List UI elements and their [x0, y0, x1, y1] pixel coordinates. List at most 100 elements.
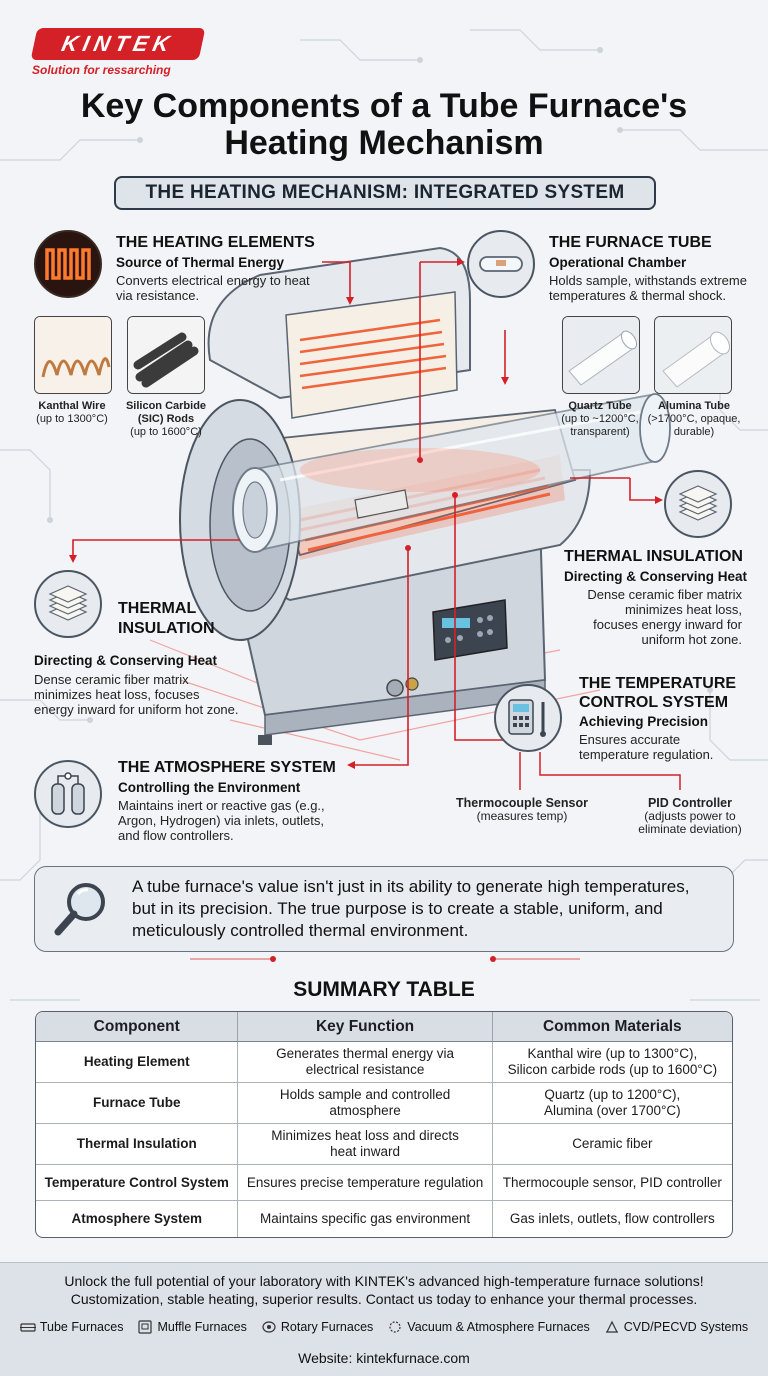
- pid-name: PID Controller: [647, 796, 733, 810]
- temp-control-subtitle: Achieving Precision: [579, 714, 709, 729]
- quartz-detail-line-2: transparent): [570, 426, 630, 438]
- heating-elements-title: THE HEATING ELEMENTS: [116, 234, 315, 251]
- quartz-detail-line-1: (up to ~1200°C,: [561, 413, 639, 425]
- insight-text: A tube furnace's value isn't just in its…: [132, 876, 728, 942]
- furnace-tube-icon: [467, 230, 535, 298]
- temp-desc-line-1: Ensures accurate: [579, 732, 681, 747]
- cell-component: Thermal Insulation: [36, 1124, 239, 1165]
- product-muffle-furnaces[interactable]: Muffle Furnaces: [137, 1320, 247, 1334]
- cell-materials: Ceramic fiber: [492, 1124, 732, 1165]
- cell-function-line-1: Minimizes heat loss and directs: [271, 1128, 459, 1143]
- insulation-right-title: THERMAL INSULATION: [564, 548, 743, 565]
- cell-materials-line-2: Silicon carbide rods (up to 1600°C): [507, 1062, 718, 1077]
- insight-callout: [34, 866, 734, 952]
- temp-desc-line-2: temperature regulation.: [579, 747, 714, 762]
- alumina-name: Alumina Tube: [658, 400, 730, 412]
- heating-desc-line-2: via resistance.: [116, 288, 200, 303]
- temp-control-title: THE TEMPERATURE CONTROL SYSTEM: [579, 674, 736, 712]
- product-list: Tube Furnaces Muffle Furnaces Rotary Fur…: [0, 1320, 768, 1334]
- product-label: Vacuum & Atmosphere Furnaces: [407, 1320, 590, 1334]
- cell-materials: Gas inlets, outlets, flow controllers: [509, 1211, 715, 1226]
- cell-component: Furnace Tube: [36, 1083, 239, 1124]
- kanthal-detail: (up to 1300°C): [36, 413, 108, 425]
- website-link[interactable]: Website: kintekfurnace.com: [298, 1350, 470, 1366]
- thermocouple-name: Thermocouple Sensor: [456, 796, 588, 810]
- ins-left-line-2: minimizes heat loss, focuses: [34, 687, 200, 702]
- insulation-left-title: THERMAL INSULATION: [118, 599, 215, 639]
- cvd-system-icon: [605, 1320, 618, 1333]
- ins-left-line-1: Dense ceramic fiber matrix: [34, 672, 189, 687]
- atmosphere-title: THE ATMOSPHERE SYSTEM: [118, 759, 336, 776]
- cell-function-line-2: atmosphere: [329, 1103, 401, 1118]
- insight-line-1: A tube furnace's value isn't just in its…: [132, 877, 690, 896]
- table-row: Thermal Insulation Minimizes heat loss a…: [36, 1124, 732, 1165]
- cell-materials-line-1: Kanthal wire (up to 1300°C),: [527, 1046, 698, 1061]
- atm-desc-line-1: Maintains inert or reactive gas (e.g.,: [118, 798, 325, 813]
- insulation-left-icon: [34, 570, 102, 638]
- page-title: Key Components of a Tube Furnace's Heati…: [0, 88, 768, 162]
- insulation-right-icon: [664, 470, 732, 538]
- pid-detail-line-1: (adjusts power to: [644, 809, 736, 823]
- cell-component: Temperature Control System: [36, 1165, 239, 1201]
- thermocouple-caption: Thermocouple Sensor (measures temp): [452, 797, 592, 823]
- tube-desc-line-1: Holds sample, withstands extreme: [549, 273, 747, 288]
- sic-rods-image: [127, 316, 205, 394]
- product-cvd-systems[interactable]: CVD/PECVD Systems: [604, 1320, 748, 1334]
- atm-desc-line-3: and flow controllers.: [118, 828, 234, 843]
- title-line-2: Heating Mechanism: [224, 124, 544, 162]
- cell-component: Atmosphere System: [36, 1201, 239, 1237]
- ins-right-line-3: focuses energy inward for: [593, 617, 742, 632]
- ins-right-line-2: minimizes heat loss,: [624, 602, 742, 617]
- summary-title: SUMMARY TABLE: [293, 978, 475, 1001]
- cell-materials: Quartz (up to 1200°C),Alumina (over 1700…: [492, 1083, 732, 1124]
- insight-line-3: meticulously controlled thermal environm…: [132, 921, 469, 940]
- product-vacuum-furnaces[interactable]: Vacuum & Atmosphere Furnaces: [387, 1320, 590, 1334]
- section-banner: THE HEATING MECHANISM: INTEGRATED SYSTEM: [114, 176, 656, 210]
- product-rotary-furnaces[interactable]: Rotary Furnaces: [261, 1320, 373, 1334]
- sic-detail: (up to 1600°C): [130, 426, 202, 438]
- cell-function-line-1: Holds sample and controlled: [279, 1087, 451, 1102]
- kanthal-name: Kanthal Wire: [38, 400, 106, 412]
- header-key-function: Key Function: [238, 1012, 493, 1042]
- cell-materials: Thermocouple sensor, PID controller: [492, 1165, 732, 1201]
- tube-furnace-icon: [19, 1323, 36, 1332]
- magnifier-icon: [54, 883, 105, 936]
- footer-promo: Unlock the full potential of your labora…: [0, 1272, 768, 1308]
- product-tube-furnaces[interactable]: Tube Furnaces: [19, 1320, 124, 1334]
- alumina-tube-image: [654, 316, 732, 394]
- cell-materials-line-2: Alumina (over 1700°C): [543, 1103, 681, 1118]
- insight-line-2: but in its precision. The true purpose i…: [132, 899, 663, 918]
- temp-title-line-2: CONTROL SYSTEM: [579, 694, 729, 711]
- vacuum-furnace-icon: [389, 1321, 401, 1333]
- cell-materials-line-1: Quartz (up to 1200°C),: [544, 1087, 681, 1102]
- table-row: Atmosphere System Maintains specific gas…: [36, 1201, 732, 1237]
- insulation-left-subtitle: Directing & Conserving Heat: [34, 653, 218, 668]
- insulation-right-subtitle: Directing & Conserving Heat: [564, 569, 748, 584]
- kanthal-wire-image: [34, 316, 112, 394]
- rotary-furnace-icon: [262, 1321, 276, 1333]
- alumina-detail-line-1: (>1700°C, opaque,: [647, 413, 741, 425]
- summary-table: Component Key Function Common Materials …: [35, 1011, 733, 1238]
- sic-caption: Silicon Carbide (SIC) Rods (up to 1600°C…: [118, 400, 214, 439]
- ins-right-line-4: uniform hot zone.: [641, 632, 742, 647]
- table-header-row: Component Key Function Common Materials: [36, 1012, 732, 1042]
- pid-detail-line-2: eliminate deviation): [638, 822, 742, 836]
- atmosphere-subtitle: Controlling the Environment: [118, 780, 301, 795]
- product-label: CVD/PECVD Systems: [623, 1320, 749, 1334]
- quartz-tube-image: [562, 316, 640, 394]
- quartz-caption: Quartz Tube (up to ~1200°C, transparent): [552, 400, 648, 439]
- sic-name-line-2: (SIC) Rods: [137, 413, 195, 425]
- temp-title-line-1: THE TEMPERATURE: [579, 675, 737, 692]
- ins-left-title-line-1: THERMAL: [118, 600, 197, 617]
- product-label: Tube Furnaces: [39, 1320, 124, 1334]
- temperature-controller-icon: [494, 684, 562, 752]
- header-common-materials: Common Materials: [492, 1012, 732, 1042]
- thermocouple-detail: (measures temp): [476, 809, 568, 823]
- cell-component: Heating Element: [36, 1042, 239, 1083]
- temp-control-desc: Ensures accurate temperature regulation.: [579, 732, 713, 762]
- section-banner-text: THE HEATING MECHANISM: INTEGRATED SYSTEM: [145, 182, 625, 203]
- cell-function: Maintains specific gas environment: [238, 1201, 493, 1237]
- furnace-tube-desc: Holds sample, withstands extreme tempera…: [549, 273, 747, 303]
